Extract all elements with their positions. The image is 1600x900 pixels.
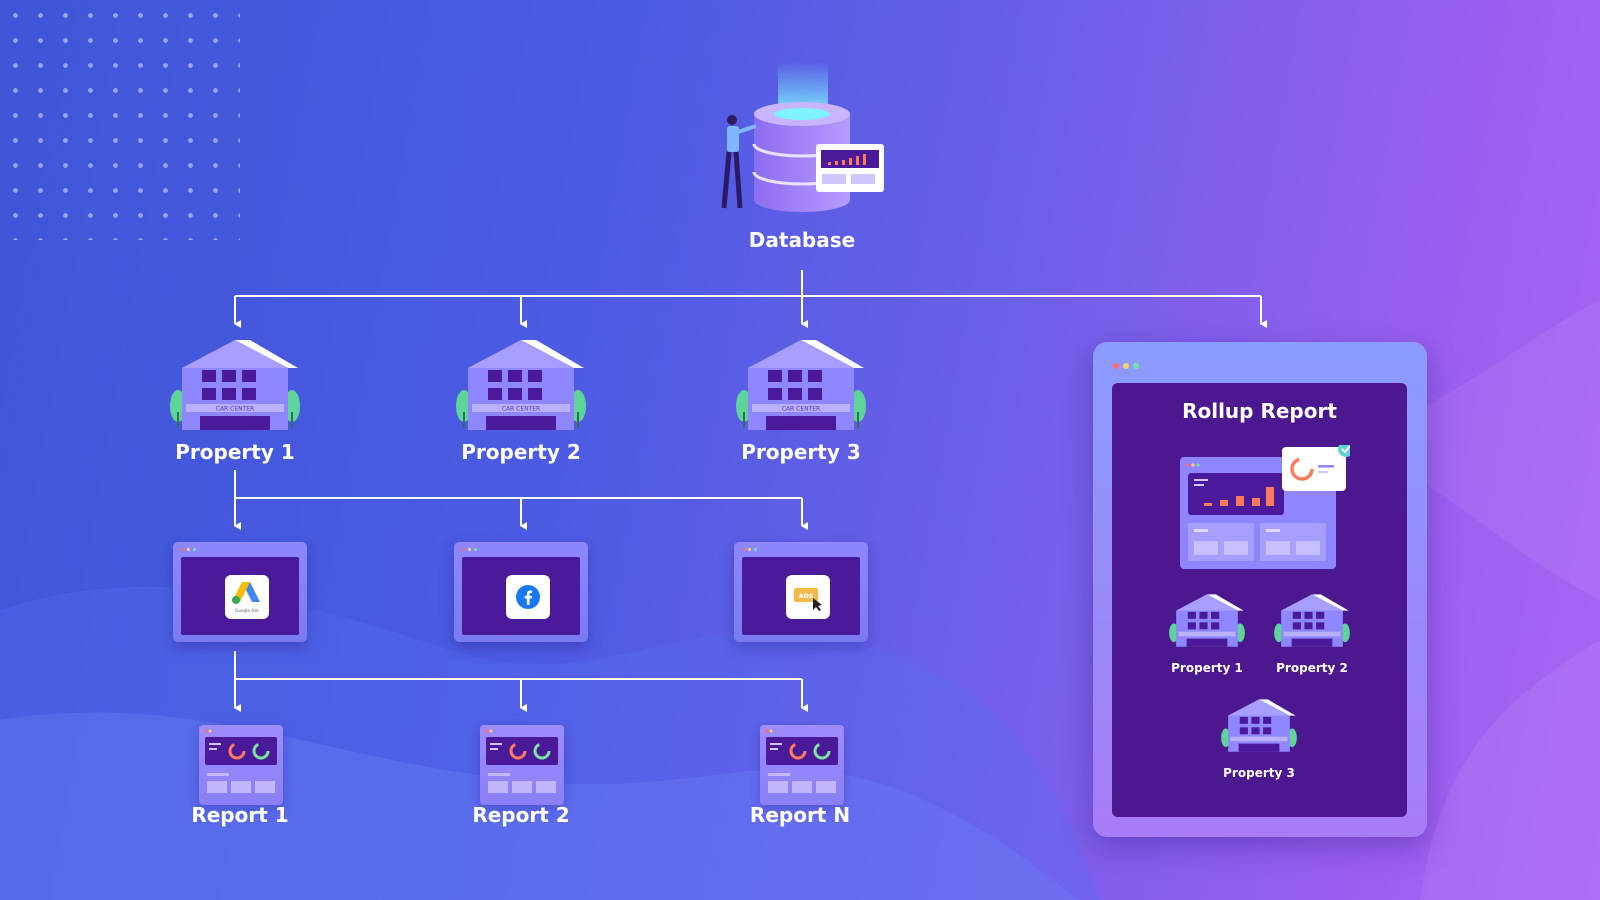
report-thumbnail (760, 725, 844, 805)
rollup-report-panel: Rollup Report Pro (1112, 383, 1407, 817)
database-label: Database (748, 228, 856, 252)
facebook-icon (516, 585, 540, 609)
building-icon: CAR CENTER (456, 340, 586, 430)
building-icon (1221, 699, 1297, 752)
building-icon: CAR CENTER (736, 340, 866, 430)
rollup-dashboard-illustration (1180, 445, 1350, 569)
database-illustration (721, 62, 884, 212)
rollup-property-1-label: Property 1 (1171, 661, 1243, 675)
facebook-tile (506, 575, 550, 619)
report-n-label: Report N (749, 803, 851, 827)
building-sign: CAR CENTER (782, 406, 820, 413)
ad-platform-window-google: Google Ads (173, 542, 307, 642)
google-ads-icon: Google Ads (232, 582, 260, 613)
svg-text:Google Ads: Google Ads (235, 608, 259, 613)
building-icon (1274, 594, 1350, 647)
ad-platform-window-ads: ADS (734, 542, 868, 642)
building-sign: CAR CENTER (502, 406, 540, 413)
rollup-report-window: Rollup Report Pro (1093, 342, 1427, 837)
ads-click-icon: ADS (794, 588, 822, 611)
property-2-label: Property 2 (461, 440, 581, 464)
building-icon: CAR CENTER (170, 340, 300, 430)
building-icon (1169, 594, 1245, 647)
google-ads-tile: Google Ads (225, 575, 269, 619)
report-thumbnail (199, 725, 283, 805)
dot-grid-decoration (0, 0, 240, 240)
building-sign: CAR CENTER (216, 406, 254, 413)
rollup-property-2-label: Property 2 (1276, 661, 1348, 675)
property-3-label: Property 3 (741, 440, 861, 464)
property-1-label: Property 1 (175, 440, 295, 464)
report-thumbnail (480, 725, 564, 805)
report-1-label: Report 1 (191, 803, 289, 827)
report-2-label: Report 2 (472, 803, 570, 827)
rollup-report-title: Rollup Report (1182, 399, 1337, 423)
svg-text:ADS: ADS (798, 592, 813, 600)
rollup-property-3-label: Property 3 (1223, 766, 1295, 780)
ad-platform-window-facebook (454, 542, 588, 642)
ads-tile: ADS (786, 575, 830, 619)
